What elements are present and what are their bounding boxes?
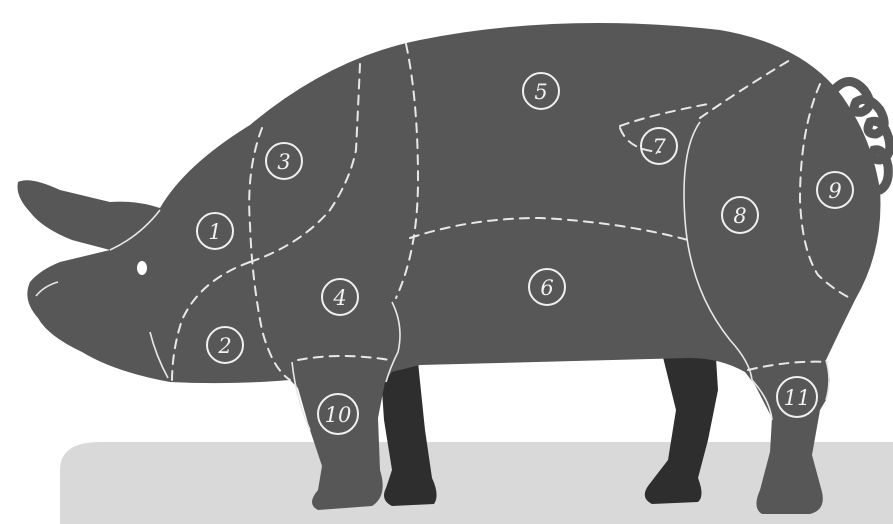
- cut-number-label: 1: [208, 220, 221, 244]
- cut-number-label: 11: [784, 386, 811, 410]
- cut-number-label: 6: [540, 276, 553, 300]
- cut-number-label: 2: [217, 334, 231, 358]
- eye: [137, 261, 147, 275]
- cut-number-label: 5: [534, 80, 547, 104]
- cut-number-label: 10: [325, 403, 352, 427]
- far-front-leg: [380, 360, 437, 506]
- cut-number-label: 8: [733, 204, 746, 228]
- cut-number-label: 3: [277, 150, 290, 174]
- cut-number-label: 7: [652, 135, 666, 159]
- cut-number-label: 4: [332, 286, 346, 310]
- cut-number-label: 9: [828, 179, 841, 203]
